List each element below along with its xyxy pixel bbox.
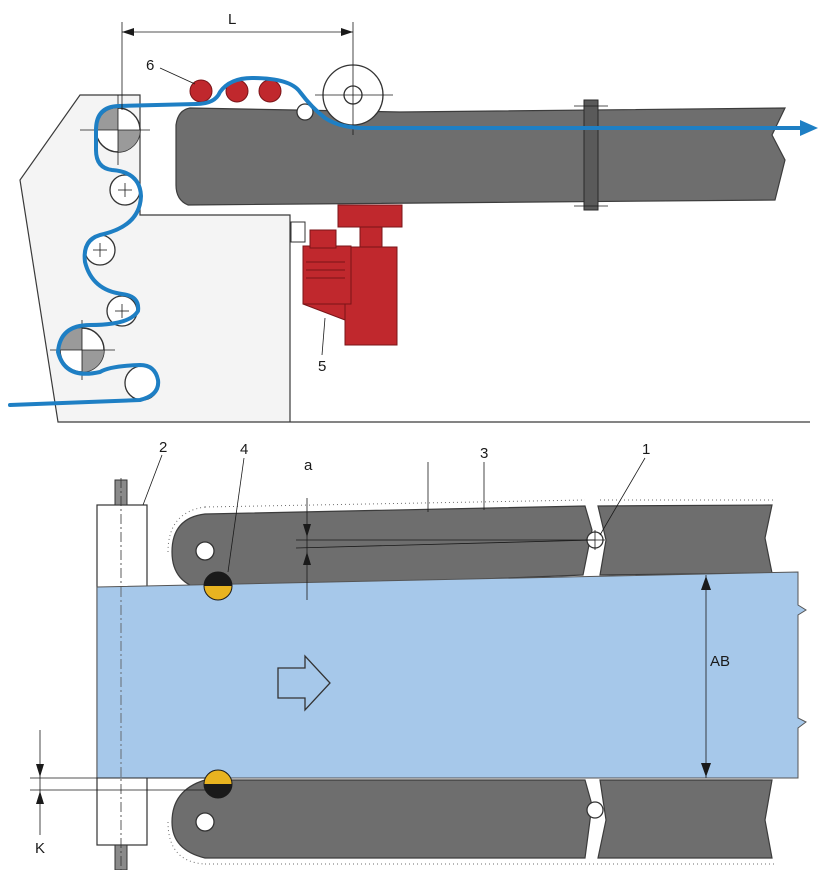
label-1: 1 [642, 441, 650, 458]
drive-roll-top [80, 95, 150, 165]
body-clamp [583, 99, 599, 211]
machine-frame [19, 94, 810, 423]
pulley-upper [195, 541, 215, 561]
dimension-a [303, 498, 311, 600]
small-idler [296, 103, 314, 121]
label-2: 2 [159, 439, 167, 456]
label-k: K [35, 840, 45, 857]
web-sheet [96, 571, 807, 779]
tension-wheel [315, 60, 393, 135]
joint-lower [586, 801, 604, 819]
dimension-l [121, 22, 354, 110]
label-6: 6 [146, 57, 154, 74]
arrow-right-icon [800, 120, 818, 136]
label-l: L [228, 11, 236, 28]
label-3: 3 [480, 445, 488, 462]
sensor-upper [203, 571, 233, 601]
conveyor-body [175, 107, 786, 206]
pulley-lower [195, 812, 215, 832]
red-rollers [189, 79, 282, 103]
dimension-ab [701, 575, 711, 778]
drive-unit [290, 204, 403, 346]
label-4: 4 [240, 441, 248, 458]
lower-belt [171, 779, 593, 859]
label-5: 5 [318, 358, 326, 375]
side-view: L 6 5 [8, 11, 818, 423]
web-path [8, 76, 802, 407]
hollow-right-arrow-icon [277, 654, 331, 712]
dimension-k [30, 730, 205, 835]
label-a: a [304, 457, 313, 474]
sensor-lower [203, 769, 233, 799]
plan-view: 2 4 a 3 1 AB K [30, 439, 807, 870]
label-ab: AB [710, 653, 730, 670]
roll-stack [50, 95, 160, 401]
